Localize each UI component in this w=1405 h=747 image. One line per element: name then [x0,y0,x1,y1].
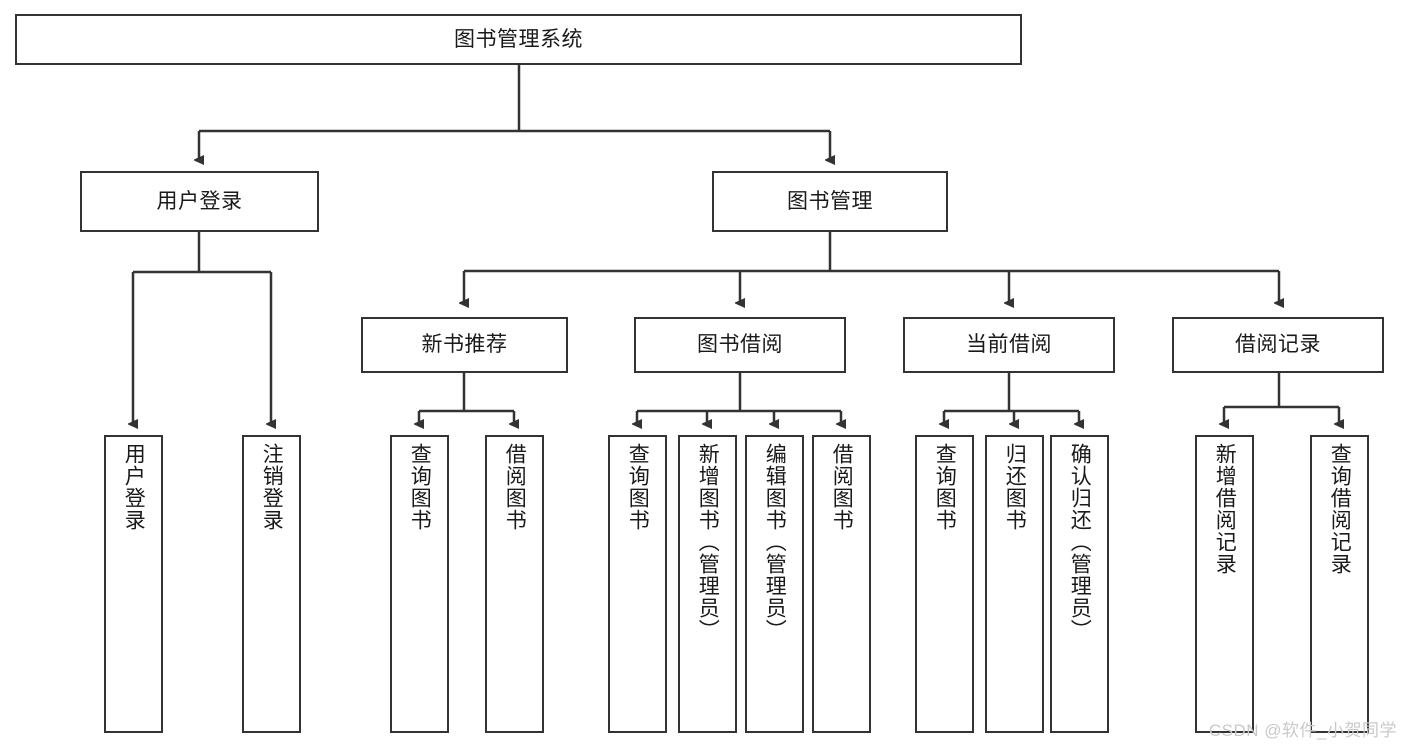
leaf-borrow-book-2[interactable]: 借阅图书 [812,435,871,733]
leaf-query-book-2[interactable]: 查询图书 [608,435,667,733]
leaf-return-book[interactable]: 归还图书 [985,435,1044,733]
leaf-add-book-label: 新增图书（管理员） [696,443,720,641]
leaf-add-record[interactable]: 新增借阅记录 [1195,435,1254,733]
leaf-query-record[interactable]: 查询借阅记录 [1310,435,1369,733]
node-current-borrow[interactable]: 当前借阅 [903,317,1115,373]
leaf-confirm-return[interactable]: 确认归还（管理员） [1050,435,1109,733]
leaf-add-record-label: 新增借阅记录 [1213,443,1237,575]
node-book-manage[interactable]: 图书管理 [712,171,948,232]
node-borrow-record-label: 借阅记录 [1235,333,1321,357]
leaf-borrow-book-1-label: 借阅图书 [503,443,527,531]
watermark-text: CSDN @软件_小贺同学 [1208,721,1397,740]
leaf-return-book-label: 归还图书 [1003,443,1027,531]
leaf-query-record-label: 查询借阅记录 [1328,443,1352,575]
leaf-edit-book-label: 编辑图书（管理员） [763,443,787,641]
leaf-query-book-1[interactable]: 查询图书 [390,435,449,733]
node-root-label: 图书管理系统 [454,27,583,51]
node-current-borrow-label: 当前借阅 [966,333,1052,357]
leaf-borrow-book-1[interactable]: 借阅图书 [485,435,544,733]
node-root[interactable]: 图书管理系统 [15,14,1022,65]
leaf-confirm-return-label: 确认归还（管理员） [1068,443,1092,641]
leaf-query-book-3-label: 查询图书 [933,443,957,531]
leaf-add-book[interactable]: 新增图书（管理员） [678,435,737,733]
leaf-query-book-1-label: 查询图书 [408,443,432,531]
node-new-book-recommend-label: 新书推荐 [421,333,508,357]
leaf-borrow-book-2-label: 借阅图书 [830,443,854,531]
node-borrow-record[interactable]: 借阅记录 [1172,317,1384,373]
node-user-login-label: 用户登录 [156,189,243,213]
leaf-logout-login[interactable]: 注销登录 [242,435,301,733]
leaf-edit-book[interactable]: 编辑图书（管理员） [745,435,804,733]
leaf-query-book-2-label: 查询图书 [626,443,650,531]
leaf-logout-login-label: 注销登录 [260,443,284,531]
node-user-login[interactable]: 用户登录 [80,171,319,232]
leaf-user-login[interactable]: 用户登录 [104,435,163,733]
node-book-borrow-label: 图书借阅 [697,333,783,357]
node-book-borrow[interactable]: 图书借阅 [634,317,846,373]
node-new-book-recommend[interactable]: 新书推荐 [361,317,568,373]
leaf-user-login-label: 用户登录 [122,443,146,531]
node-book-manage-label: 图书管理 [787,189,873,213]
leaf-query-book-3[interactable]: 查询图书 [915,435,974,733]
